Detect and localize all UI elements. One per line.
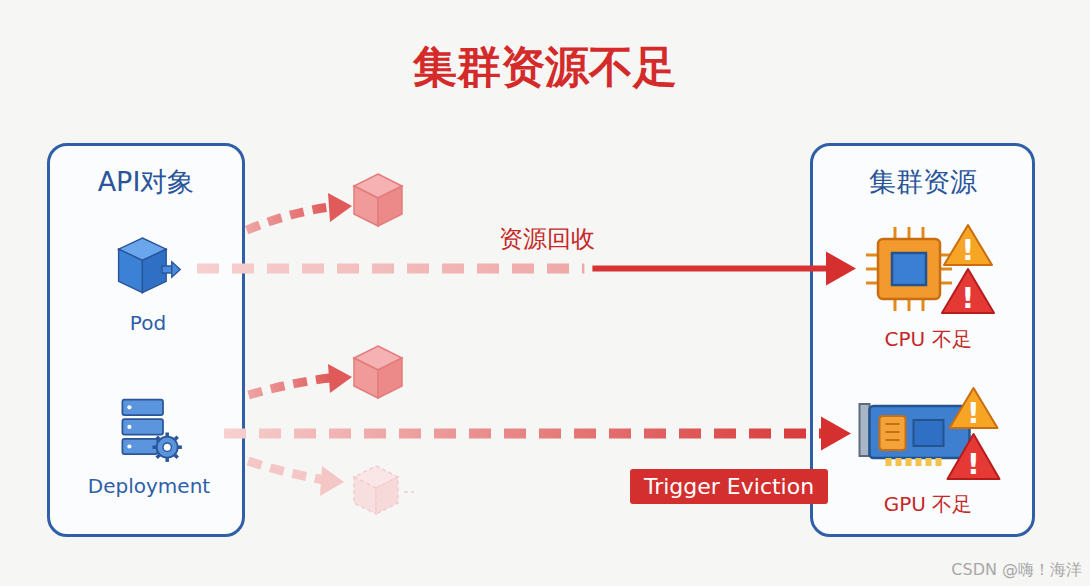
arrowhead [328,193,352,222]
watermark: CSDN @嗨！海洋 [951,560,1082,581]
small-cube [354,174,402,226]
svg-text:!: ! [967,448,980,481]
faded-cube [354,466,414,514]
dashed-line [197,264,584,274]
arrowhead [328,364,352,393]
group-heading: API对象 [50,164,242,200]
solid-line [592,266,828,272]
svg-text:!: ! [967,397,980,430]
node-label: CPU 不足 [858,326,998,353]
icon-node: Deployment [78,394,220,524]
svg-text:!: ! [962,234,975,267]
icon-node: Pod [103,231,193,356]
pod-icon [103,231,193,301]
status-badge: Trigger Eviction [630,469,828,504]
node-label: GPU 不足 [853,491,1003,518]
node-label: Deployment [78,474,220,498]
arrowhead [320,466,344,496]
icon-node: !! GPU 不足 [853,386,1003,531]
dashed-line [224,429,821,439]
icon-node: !! CPU 不足 [858,221,998,366]
eviction-arrow [197,252,856,286]
group-heading: 集群资源 [813,164,1032,200]
small-cube [354,346,402,398]
eviction-arrow [224,417,851,451]
diagram-title: 集群资源不足 [0,38,1090,97]
node-label: Pod [103,311,193,335]
gpu-icon: !! [853,386,1003,481]
deploy-icon [78,394,220,464]
cpu-icon: !! [858,221,998,316]
group-box: 集群资源!! CPU 不足!! GPU 不足 [810,143,1035,537]
group-box: API对象 PodDeployment [47,143,245,537]
edge-label: 资源回收 [495,223,599,255]
svg-text:!: ! [962,282,975,315]
